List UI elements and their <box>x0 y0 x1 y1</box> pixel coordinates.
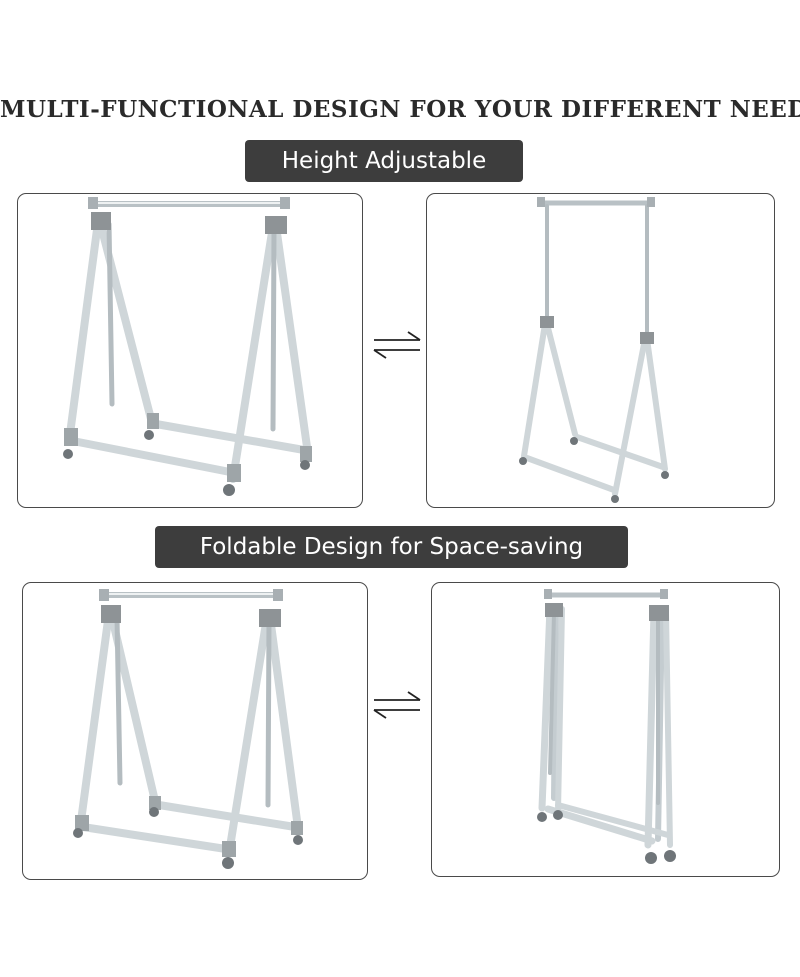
panel-rack-standard-bottom <box>22 582 368 880</box>
foldable-design-label: Foldable Design for Space-saving <box>155 526 628 568</box>
rack-image-folded <box>537 589 676 864</box>
panel-rack-folded <box>431 582 780 877</box>
headline: MULTI-FUNCTIONAL DESIGN FOR YOUR DIFFERE… <box>0 96 800 123</box>
rack-image-height-extended <box>519 197 669 503</box>
height-adjustable-label: Height Adjustable <box>245 140 523 182</box>
panel-rack-extended <box>426 193 775 508</box>
rack-image-standard-2 <box>73 589 303 869</box>
rack-image-standard <box>63 197 312 496</box>
swap-arrows-icon <box>373 331 421 359</box>
panel-rack-standard-top <box>17 193 363 508</box>
swap-arrows-icon-2 <box>373 691 421 719</box>
